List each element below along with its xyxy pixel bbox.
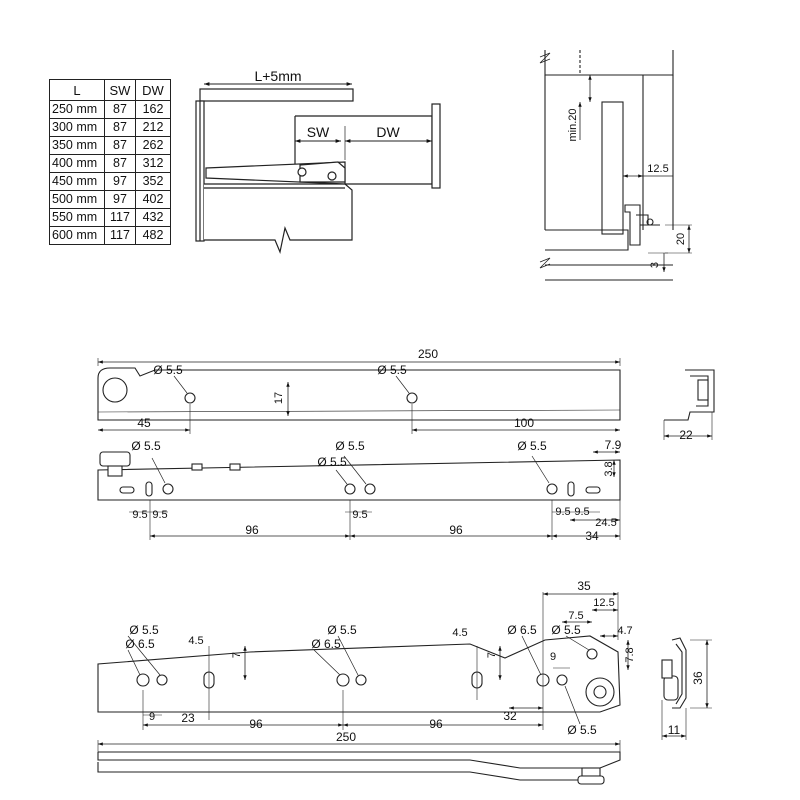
drawer-side-d-9-a: 9 <box>149 711 155 723</box>
section-dim-20: 20 <box>675 233 687 245</box>
drawer-side-d-7-5: 7.5 <box>568 610 583 622</box>
cell-dw: 352 <box>135 172 171 191</box>
drawer-rail-profile <box>661 637 712 740</box>
cabinet-bottom-d-34: 34 <box>585 529 599 543</box>
drawer-side-d-23: 23 <box>181 711 195 725</box>
cabinet-bottom-d-9-5-d: 9.5 <box>555 506 570 518</box>
drawer-side-hole-55-right: Ø 5.5 <box>551 623 581 637</box>
cabinet-rail-hole-b: Ø 5.5 <box>377 363 407 377</box>
cabinet-bottom-d-9-5-c: 9.5 <box>352 509 367 521</box>
drawer-side-d-4-5-b: 4.5 <box>452 627 467 639</box>
drawer-side-d-9-b: 9 <box>550 651 556 663</box>
drawer-side-d-4-5-a: 4.5 <box>188 635 203 647</box>
drawer-side-d-96-a: 96 <box>249 717 263 731</box>
section-dim-12-5: 12.5 <box>647 163 668 175</box>
section-min-label: min.20 <box>567 108 579 141</box>
drawer-side-hole-65-mid: Ø 6.5 <box>311 637 341 651</box>
drawer-rail-bottom-view <box>97 740 621 785</box>
drawer-rail-side-view <box>97 592 630 730</box>
cell-length: 600 mm <box>49 226 105 245</box>
cabinet-bottom-d-9-5-b: 9.5 <box>152 509 167 521</box>
drawer-side-hole-65-right: Ø 6.5 <box>507 623 537 637</box>
cabinet-bottom-d-3-8: 3.8 <box>603 461 615 476</box>
cell-dw: 432 <box>135 208 171 227</box>
header-dw: DW <box>135 79 171 101</box>
cabinet-bottom-d-9-5-a: 9.5 <box>132 509 147 521</box>
cabinet-bottom-hole-right: Ø 5.5 <box>517 439 547 453</box>
drawer-side-d-32: 32 <box>503 709 517 723</box>
drawer-side-d-12-5: 12.5 <box>593 597 614 609</box>
cabinet-bottom-hole-left: Ø 5.5 <box>131 439 161 453</box>
drawer-bottom-overall: 250 <box>336 730 356 744</box>
drawer-profile-width: 11 <box>668 723 681 737</box>
cabinet-rail-right-offset: 100 <box>514 416 534 430</box>
table-header-row: L SW DW <box>49 79 171 101</box>
drawer-side-d-96-b: 96 <box>429 717 443 731</box>
cabinet-rail-profile <box>663 369 715 440</box>
drawer-side-hole-65-left: Ø 6.5 <box>125 637 155 651</box>
cabinet-bottom-d-96-b: 96 <box>449 523 463 537</box>
section-view <box>539 50 692 281</box>
cabinet-rail-hole-a: Ø 5.5 <box>153 363 183 377</box>
cabinet-rail-overall: 250 <box>418 347 438 361</box>
cell-length: 450 mm <box>49 172 105 191</box>
drawer-side-d-35: 35 <box>577 579 591 593</box>
cabinet-bottom-d-96-a: 96 <box>245 523 259 537</box>
assembly-sw-label: SW <box>307 124 330 140</box>
cabinet-rail-left-offset: 45 <box>137 416 151 430</box>
cell-dw: 262 <box>135 136 171 155</box>
drawer-side-hole-55-mid: Ø 5.5 <box>327 623 357 637</box>
cabinet-bottom-d-7-9: 7.9 <box>605 438 622 452</box>
cell-dw: 482 <box>135 226 171 245</box>
drawer-side-d-7-8: 7.8 <box>624 647 636 662</box>
cabinet-bottom-d-9-5-e: 9.5 <box>574 506 589 518</box>
drawer-side-d-7-b: 7 <box>486 652 498 658</box>
cabinet-bottom-d-24-5: 24.5 <box>595 517 616 529</box>
assembly-dw-label: DW <box>376 124 400 140</box>
drawer-side-d-7-a: 7 <box>231 652 243 658</box>
cell-sw: 97 <box>104 172 136 191</box>
cabinet-rail-height: 17 <box>273 392 285 404</box>
drawer-side-d-4-7: 4.7 <box>617 625 632 637</box>
cabinet-bottom-hole-mid2: Ø 5.5 <box>335 439 365 453</box>
assembly-view <box>195 82 441 255</box>
drawer-profile-height: 36 <box>691 671 705 685</box>
cell-sw: 117 <box>104 226 136 245</box>
cell-length: 350 mm <box>49 136 105 155</box>
cabinet-rail-profile-width: 22 <box>679 428 693 442</box>
drawer-side-hole-55-left: Ø 5.5 <box>129 623 159 637</box>
cell-length: 300 mm <box>49 118 105 137</box>
cell-dw: 212 <box>135 118 171 137</box>
cabinet-rail-side-view <box>97 358 621 434</box>
cabinet-bottom-hole-mid: Ø 5.5 <box>317 455 347 469</box>
cabinet-rail-bottom-view <box>97 450 621 540</box>
assembly-length-label: L+5mm <box>254 68 301 84</box>
drawer-side-hole-55-bottom: Ø 5.5 <box>567 723 597 737</box>
section-dim-3: 3 <box>649 262 661 268</box>
